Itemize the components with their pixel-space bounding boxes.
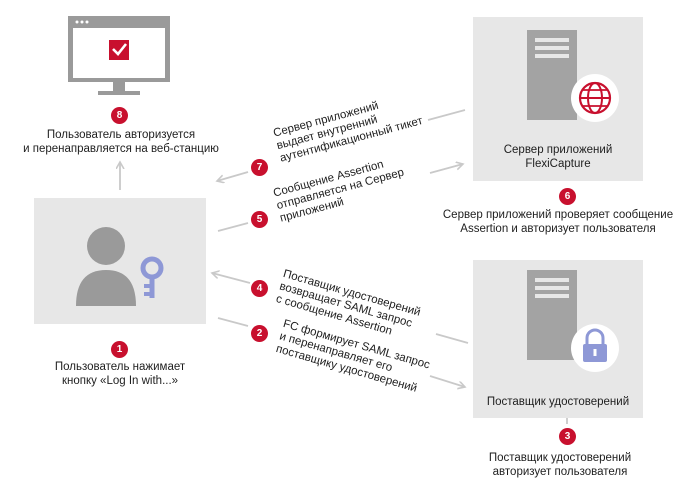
idp-caption: Поставщик удостоверений авторизует польз… xyxy=(488,452,632,478)
server-lock-icon xyxy=(527,270,619,372)
monitor-caption: Пользователь авторизуется и перенаправля… xyxy=(23,129,219,155)
server-globe-icon xyxy=(527,30,619,122)
arrow-step-7 xyxy=(217,171,249,181)
badge-6: 6 xyxy=(559,188,576,205)
arrow-step-5 xyxy=(217,222,249,232)
arrow-step-2-head xyxy=(429,375,465,387)
badge-3: 3 xyxy=(559,428,576,445)
idp-box-label: Поставщик удостоверений xyxy=(486,396,630,408)
badge-4: 4 xyxy=(251,280,268,297)
app-server-caption: Сервер приложений проверяет сообщение As… xyxy=(442,209,674,235)
badge-8: 8 xyxy=(111,107,128,124)
badge-1: 1 xyxy=(111,341,128,358)
badge-7: 7 xyxy=(251,159,268,176)
app-server-box-label: Сервер приложений FlexiCapture xyxy=(503,144,613,170)
arrow-step-7-tail xyxy=(427,109,466,121)
arrow-step-4 xyxy=(212,273,251,284)
arrow-step-2 xyxy=(217,317,249,327)
arrow-step-4-tail xyxy=(435,333,469,344)
user-caption: Пользователь нажимает кнопку «Log In wit… xyxy=(54,361,186,387)
arrow-step-5-head xyxy=(429,164,463,174)
monitor-checkbox-icon xyxy=(68,16,170,95)
badge-2: 2 xyxy=(251,325,268,342)
badge-5: 5 xyxy=(251,211,268,228)
user-key-icon xyxy=(76,227,164,306)
